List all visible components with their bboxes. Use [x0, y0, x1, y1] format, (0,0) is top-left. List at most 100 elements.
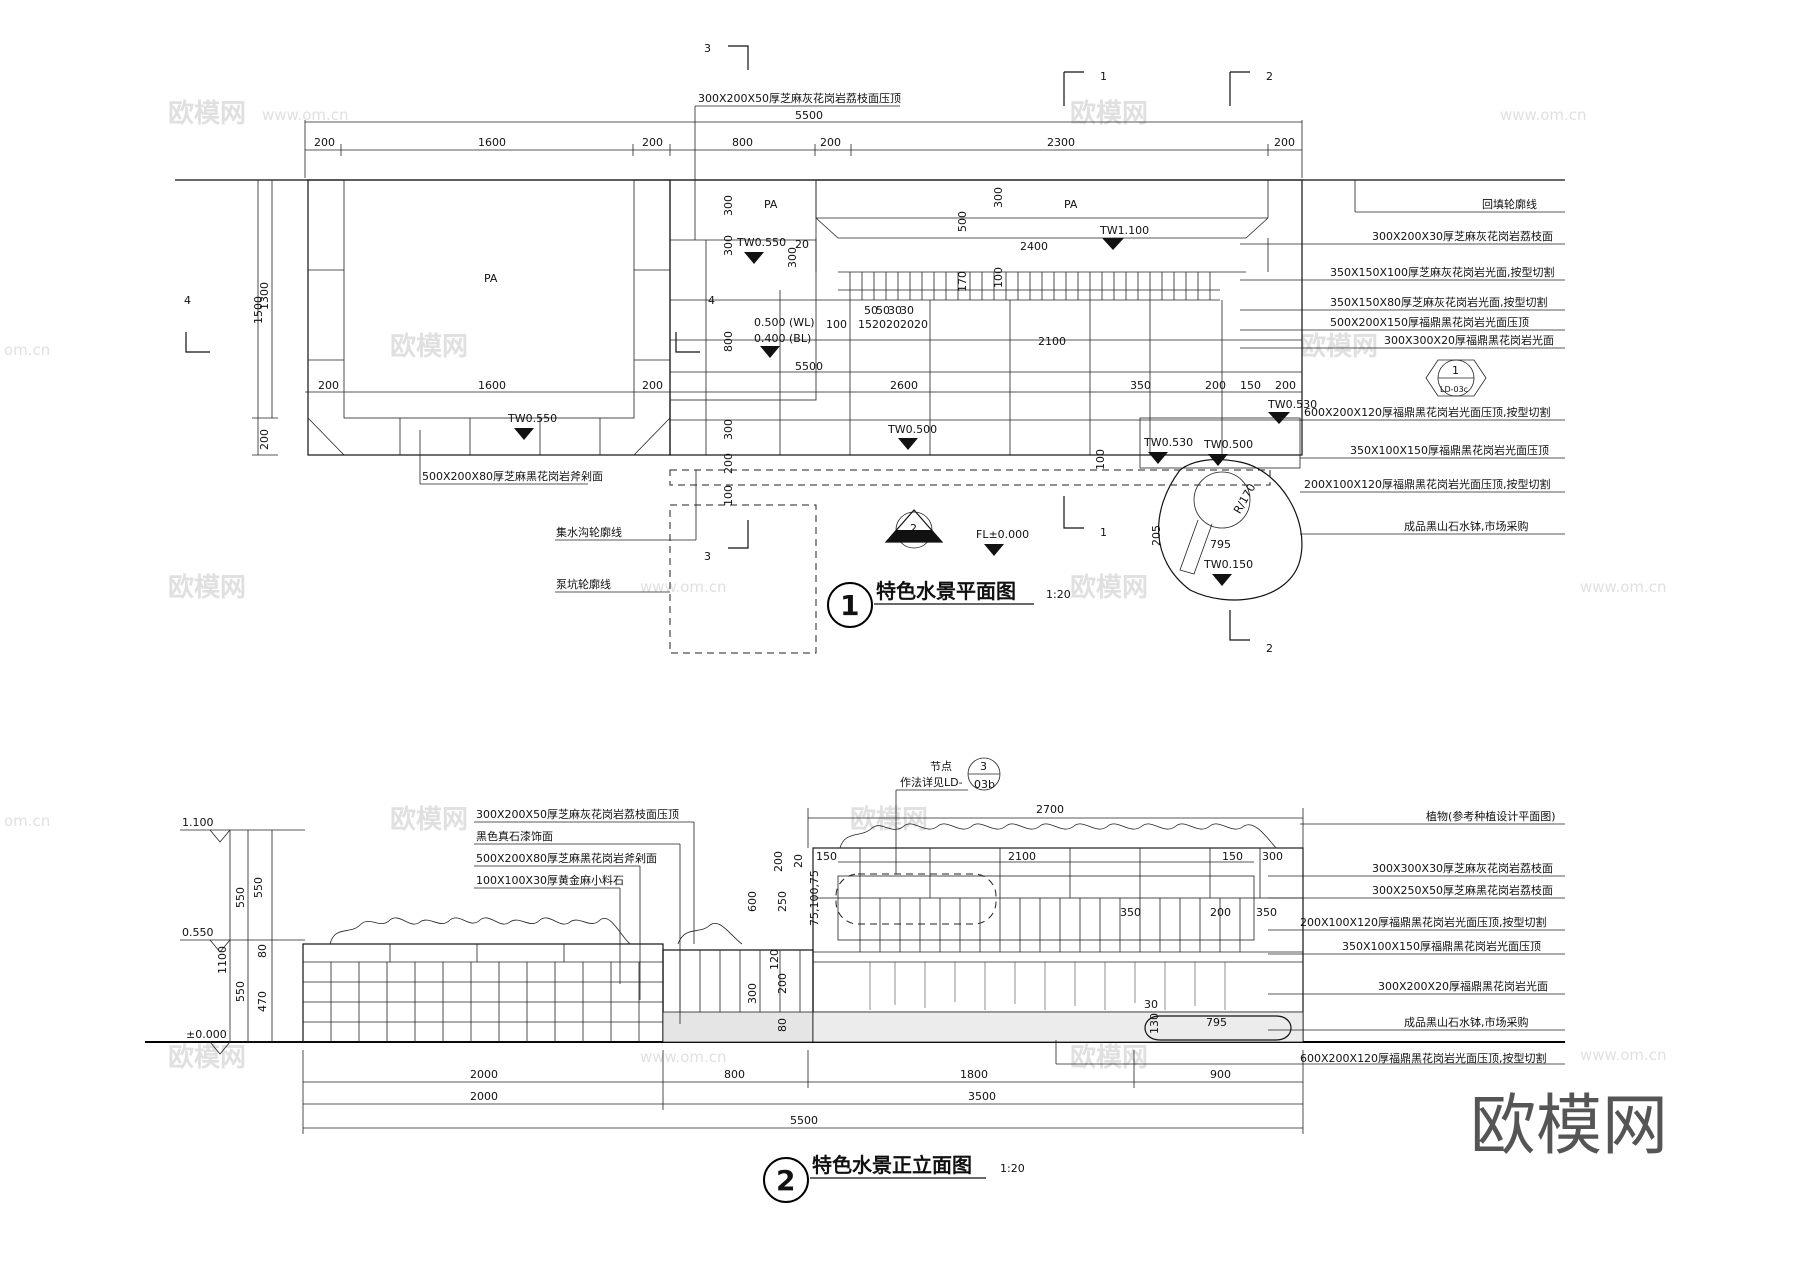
elev-top-dim-4: 300	[1262, 850, 1283, 863]
elev-top-dim-16: 80	[776, 1018, 789, 1032]
elev-right-note-5: 300X200X20厚福鼎黑花岗岩光面	[1378, 979, 1548, 993]
elev-top-dim-0: 2700	[1036, 803, 1064, 816]
watermark-brand: 欧模网	[168, 572, 246, 603]
plan-comb-dim: 30	[888, 304, 902, 317]
plan-top-dim-ticks	[340, 144, 1269, 156]
plan-right-note-7: 350X100X150厚福鼎黑花岗岩光面压顶	[1350, 443, 1549, 457]
plan-title-scale: 1:20	[1046, 588, 1071, 601]
plan-small-dim-13: 100	[1094, 449, 1107, 470]
elev-right-note-4: 350X100X150厚福鼎黑花岗岩光面压顶	[1342, 939, 1541, 953]
elev-right-note-2: 300X250X50厚芝麻黑花岗岩荔枝面	[1372, 883, 1553, 897]
elev-left-dim-5: 470	[256, 991, 269, 1012]
watermark-domain: om.cn	[4, 812, 50, 830]
plan-small-dim-3: 300	[786, 247, 799, 268]
elev-top-dim-10: 350	[1120, 906, 1141, 919]
plan-dim-mid-1: 1600	[478, 379, 506, 392]
plan-dim-top-3: 800	[732, 136, 753, 149]
plan-section-mark: 4	[708, 294, 715, 307]
elev-left-notes: 300X200X50厚芝麻灰花岗岩荔枝面压顶 黑色真石漆饰面 500X200X8…	[474, 807, 695, 1024]
elev-top-dim-6: 200	[772, 851, 785, 872]
elev-top-dim-12: 350	[1256, 906, 1277, 919]
plan-section-mark: 1	[1100, 526, 1107, 539]
brand-logo: 欧模网	[1470, 1087, 1668, 1164]
plan-dim-top-1: 1600	[478, 136, 506, 149]
elev-title-number: 2	[776, 1164, 795, 1197]
elev-grid-wall	[303, 944, 663, 1042]
plan-inner-dim-5500: 5500	[795, 360, 823, 373]
watermark-url: www.om.cn	[640, 1048, 727, 1066]
plan-inner-dim-2100: 2100	[1038, 335, 1066, 348]
plan-left-note-1: 集水沟轮廓线	[556, 525, 622, 539]
plan-section-mark: 2	[1266, 642, 1273, 655]
plan-small-dim-2: 20	[795, 238, 809, 251]
plan-level: TW0.550	[736, 236, 786, 249]
plan-small-dim-11: 200	[722, 453, 735, 474]
plan-pa-label: PA	[764, 198, 778, 211]
plan-pa-label: PA	[1064, 198, 1078, 211]
elev-main-louvers	[813, 848, 1303, 1013]
elev-node-ref-num: 3	[980, 760, 987, 773]
plan-right-note-5: 300X300X20厚福鼎黑花岗岩光面	[1384, 333, 1554, 347]
elev-top-dim-2: 150	[816, 850, 837, 863]
plan-comb-dim: 20	[872, 318, 886, 331]
plan-small-dim-7: 300	[992, 187, 1005, 208]
plan-pa-label: PA	[484, 272, 498, 285]
elev-right-note-3: 200X100X120厚福鼎黑花岗岩光面压顶,按型切割	[1300, 915, 1547, 929]
plan-dim-top-2: 200	[642, 136, 663, 149]
plan-small-dim-1: 300	[722, 235, 735, 256]
plan-inner-dim-r170: R/170	[1231, 481, 1258, 516]
plan-right-notes: 回填轮廓线 300X200X30厚芝麻灰花岗岩荔枝面 350X150X100厚芝…	[1240, 180, 1565, 535]
elev-right-note-6: 成品黑山石水钵,市场采购	[1404, 1015, 1529, 1029]
elev-top-dim-14: 200	[776, 973, 789, 994]
plan-level: FL±0.000	[976, 528, 1029, 541]
plan-level: TW0.530	[1143, 436, 1193, 449]
plan-top-note: 300X200X50厚芝麻灰花岗岩荔枝面压顶	[698, 91, 901, 105]
plan-small-dim-0: 300	[722, 195, 735, 216]
elev-left-note-2: 500X200X80厚芝麻黑花岗岩斧剁面	[476, 851, 657, 865]
elev-left-dim-0: 550	[234, 887, 247, 908]
elev-top-dim-9: 75,100,75	[808, 870, 821, 926]
elev-left-dim-1: 550	[252, 877, 265, 898]
elev-top-dim-19: 795	[1206, 1016, 1227, 1029]
elev-top-dim-13: 120	[768, 949, 781, 970]
elev-top-dim-5: 20	[792, 854, 805, 868]
watermark-url: www.om.cn	[1580, 578, 1667, 596]
plan-detail-ref-num: 1	[1452, 364, 1459, 377]
plan-level: TW0.550	[507, 412, 557, 425]
elev-left-note-1: 黑色真石漆饰面	[476, 829, 553, 843]
plan-small-dim-4: 500	[956, 211, 969, 232]
watermark-url: www.om.cn	[262, 106, 349, 124]
plan-level-bl: 0.400 (BL)	[754, 332, 811, 345]
watermark-layer: 欧模网 www.om.cn 欧模网 www.om.cn 欧模网 om.cn 欧模…	[4, 98, 1667, 1073]
elev-left-dim-2: 1100	[216, 946, 229, 974]
plan-detail-ref-sheet: LD-03c	[1440, 385, 1468, 394]
plan-level: TW0.500	[1203, 438, 1253, 451]
plan-left-note-2: 泵坑轮廓线	[556, 577, 611, 591]
plan-left-note-0: 500X200X80厚芝麻黑花岗岩斧剁面	[422, 469, 603, 483]
elev-level-1: 0.550	[182, 926, 214, 939]
plan-dim-top-6: 200	[1274, 136, 1295, 149]
plan-comb-dim: 30	[900, 304, 914, 317]
watermark-domain: om.cn	[4, 341, 50, 359]
plan-level: TW0.150	[1203, 558, 1253, 571]
elev-top-dim-8: 250	[776, 891, 789, 912]
plan-small-dim-12: 100	[722, 485, 735, 506]
elev-bottom-dim-3: 900	[1210, 1068, 1231, 1081]
elev-top-dim-17: 30	[1144, 998, 1158, 1011]
plan-right-note-0: 回填轮廓线	[1482, 197, 1537, 211]
plan-total-dim: 5500	[795, 109, 823, 122]
plan-dim-mid-3: 2600	[890, 379, 918, 392]
plan-dim-mid-0: 200	[318, 379, 339, 392]
plan-comb-dim: 20	[900, 318, 914, 331]
plan-small-dim-5: 170	[956, 271, 969, 292]
elev-bottom-dim-0: 2000	[470, 1068, 498, 1081]
elev-node-label: 节点	[930, 760, 952, 773]
elev-right-notes: 植物(参考种植设计平面图) 300X300X30厚芝麻灰花岗岩荔枝面 300X2…	[1055, 809, 1565, 1065]
elev-level-0: 1.100	[182, 816, 214, 829]
plan-section-mark: 4	[184, 294, 191, 307]
plan-inner-dim-205: 205	[1150, 525, 1163, 546]
watermark-brand: 欧模网	[850, 804, 928, 835]
plan-comb-dim: 50	[864, 304, 878, 317]
elev-node-ref-sheet: 03b	[974, 778, 995, 791]
elev-bottom-row2-0: 2000	[470, 1090, 498, 1103]
